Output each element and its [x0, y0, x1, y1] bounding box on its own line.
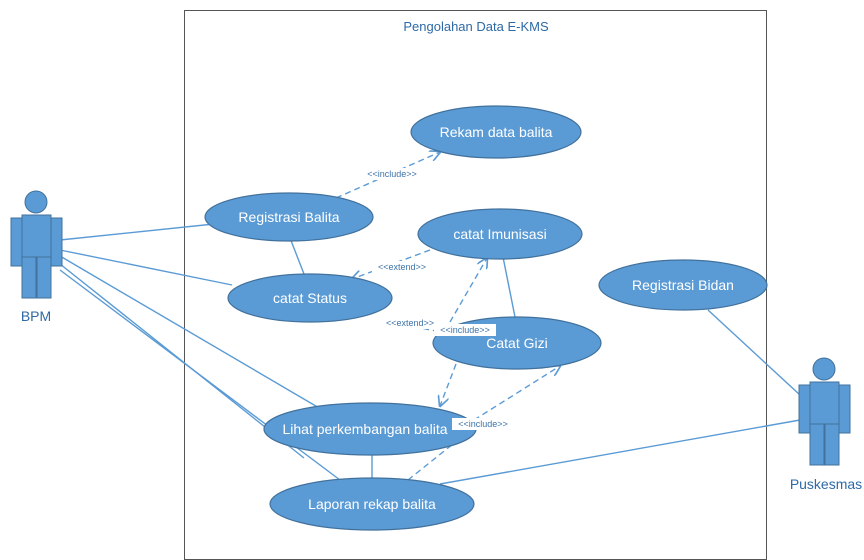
system-title: Pengolahan Data E-KMS	[403, 19, 549, 34]
use-case-imunisasi-label: catat Imunisasi	[453, 226, 546, 242]
stereotype-include-rekam: <<include>>	[360, 168, 424, 180]
use-case-laporan[interactable]: Laporan rekap balita	[269, 477, 475, 531]
assoc-puskesmas-laporan	[439, 419, 801, 485]
actor-puskesmas[interactable]: Puskesmas	[790, 357, 862, 492]
stereotype-extend-imunisasi-label: <<extend>>	[378, 262, 426, 272]
use-case-lihat-label: Lihat perkembangan balita	[282, 421, 447, 437]
dep-gizi-imunisasi	[449, 258, 487, 323]
use-case-rekam[interactable]: Rekam data balita	[410, 105, 582, 159]
actor-bpm[interactable]: BPM	[10, 190, 63, 324]
assoc-imunisasi-gizi	[501, 251, 517, 323]
assoc-bpm-registrasi	[59, 223, 215, 241]
use-case-status[interactable]: catat Status	[227, 273, 393, 323]
use-case-status-label: catat Status	[273, 290, 347, 306]
use-case-registrasi-bidan-label: Registrasi Bidan	[632, 277, 734, 293]
assoc-registrasi-status	[289, 237, 305, 275]
stereotype-include-rekam-label: <<include>>	[367, 169, 417, 179]
dep-gizi-lihat	[440, 363, 457, 406]
use-case-laporan-label: Laporan rekap balita	[308, 496, 436, 512]
dep-registrasi-rekam	[335, 152, 440, 199]
stereotype-include-lihat-label: <<include>>	[458, 419, 508, 429]
stereotype-extend-gizi: <<extend>>	[382, 317, 438, 329]
stereotype-extend-gizi-label: <<extend>>	[386, 318, 434, 328]
use-case-registrasi-balita-label: Registrasi Balita	[238, 209, 339, 225]
use-case-registrasi-bidan[interactable]: Registrasi Bidan	[598, 259, 768, 311]
use-case-registrasi-balita[interactable]: Registrasi Balita	[204, 192, 374, 242]
stereotype-include-lihat: <<include>>	[452, 418, 514, 430]
use-case-rekam-label: Rekam data balita	[440, 124, 553, 140]
use-case-lihat[interactable]: Lihat perkembangan balita	[263, 402, 477, 456]
stereotype-include-gizi-label: <<include>>	[440, 325, 490, 335]
dep-lihat-gizi	[473, 366, 560, 421]
assoc-bpm-status	[59, 249, 233, 286]
stereotype-extend-imunisasi: <<extend>>	[372, 261, 432, 273]
use-case-imunisasi[interactable]: catat Imunisasi	[417, 208, 583, 260]
use-case-gizi-label: Catat Gizi	[486, 335, 547, 351]
stereotype-include-gizi: <<include>>	[434, 324, 496, 336]
assoc-bpm-lihat	[59, 255, 327, 413]
actor-puskesmas-label: Puskesmas	[790, 476, 862, 492]
assoc-puskesmas-bidan	[707, 309, 801, 396]
actor-bpm-label: BPM	[21, 308, 51, 324]
